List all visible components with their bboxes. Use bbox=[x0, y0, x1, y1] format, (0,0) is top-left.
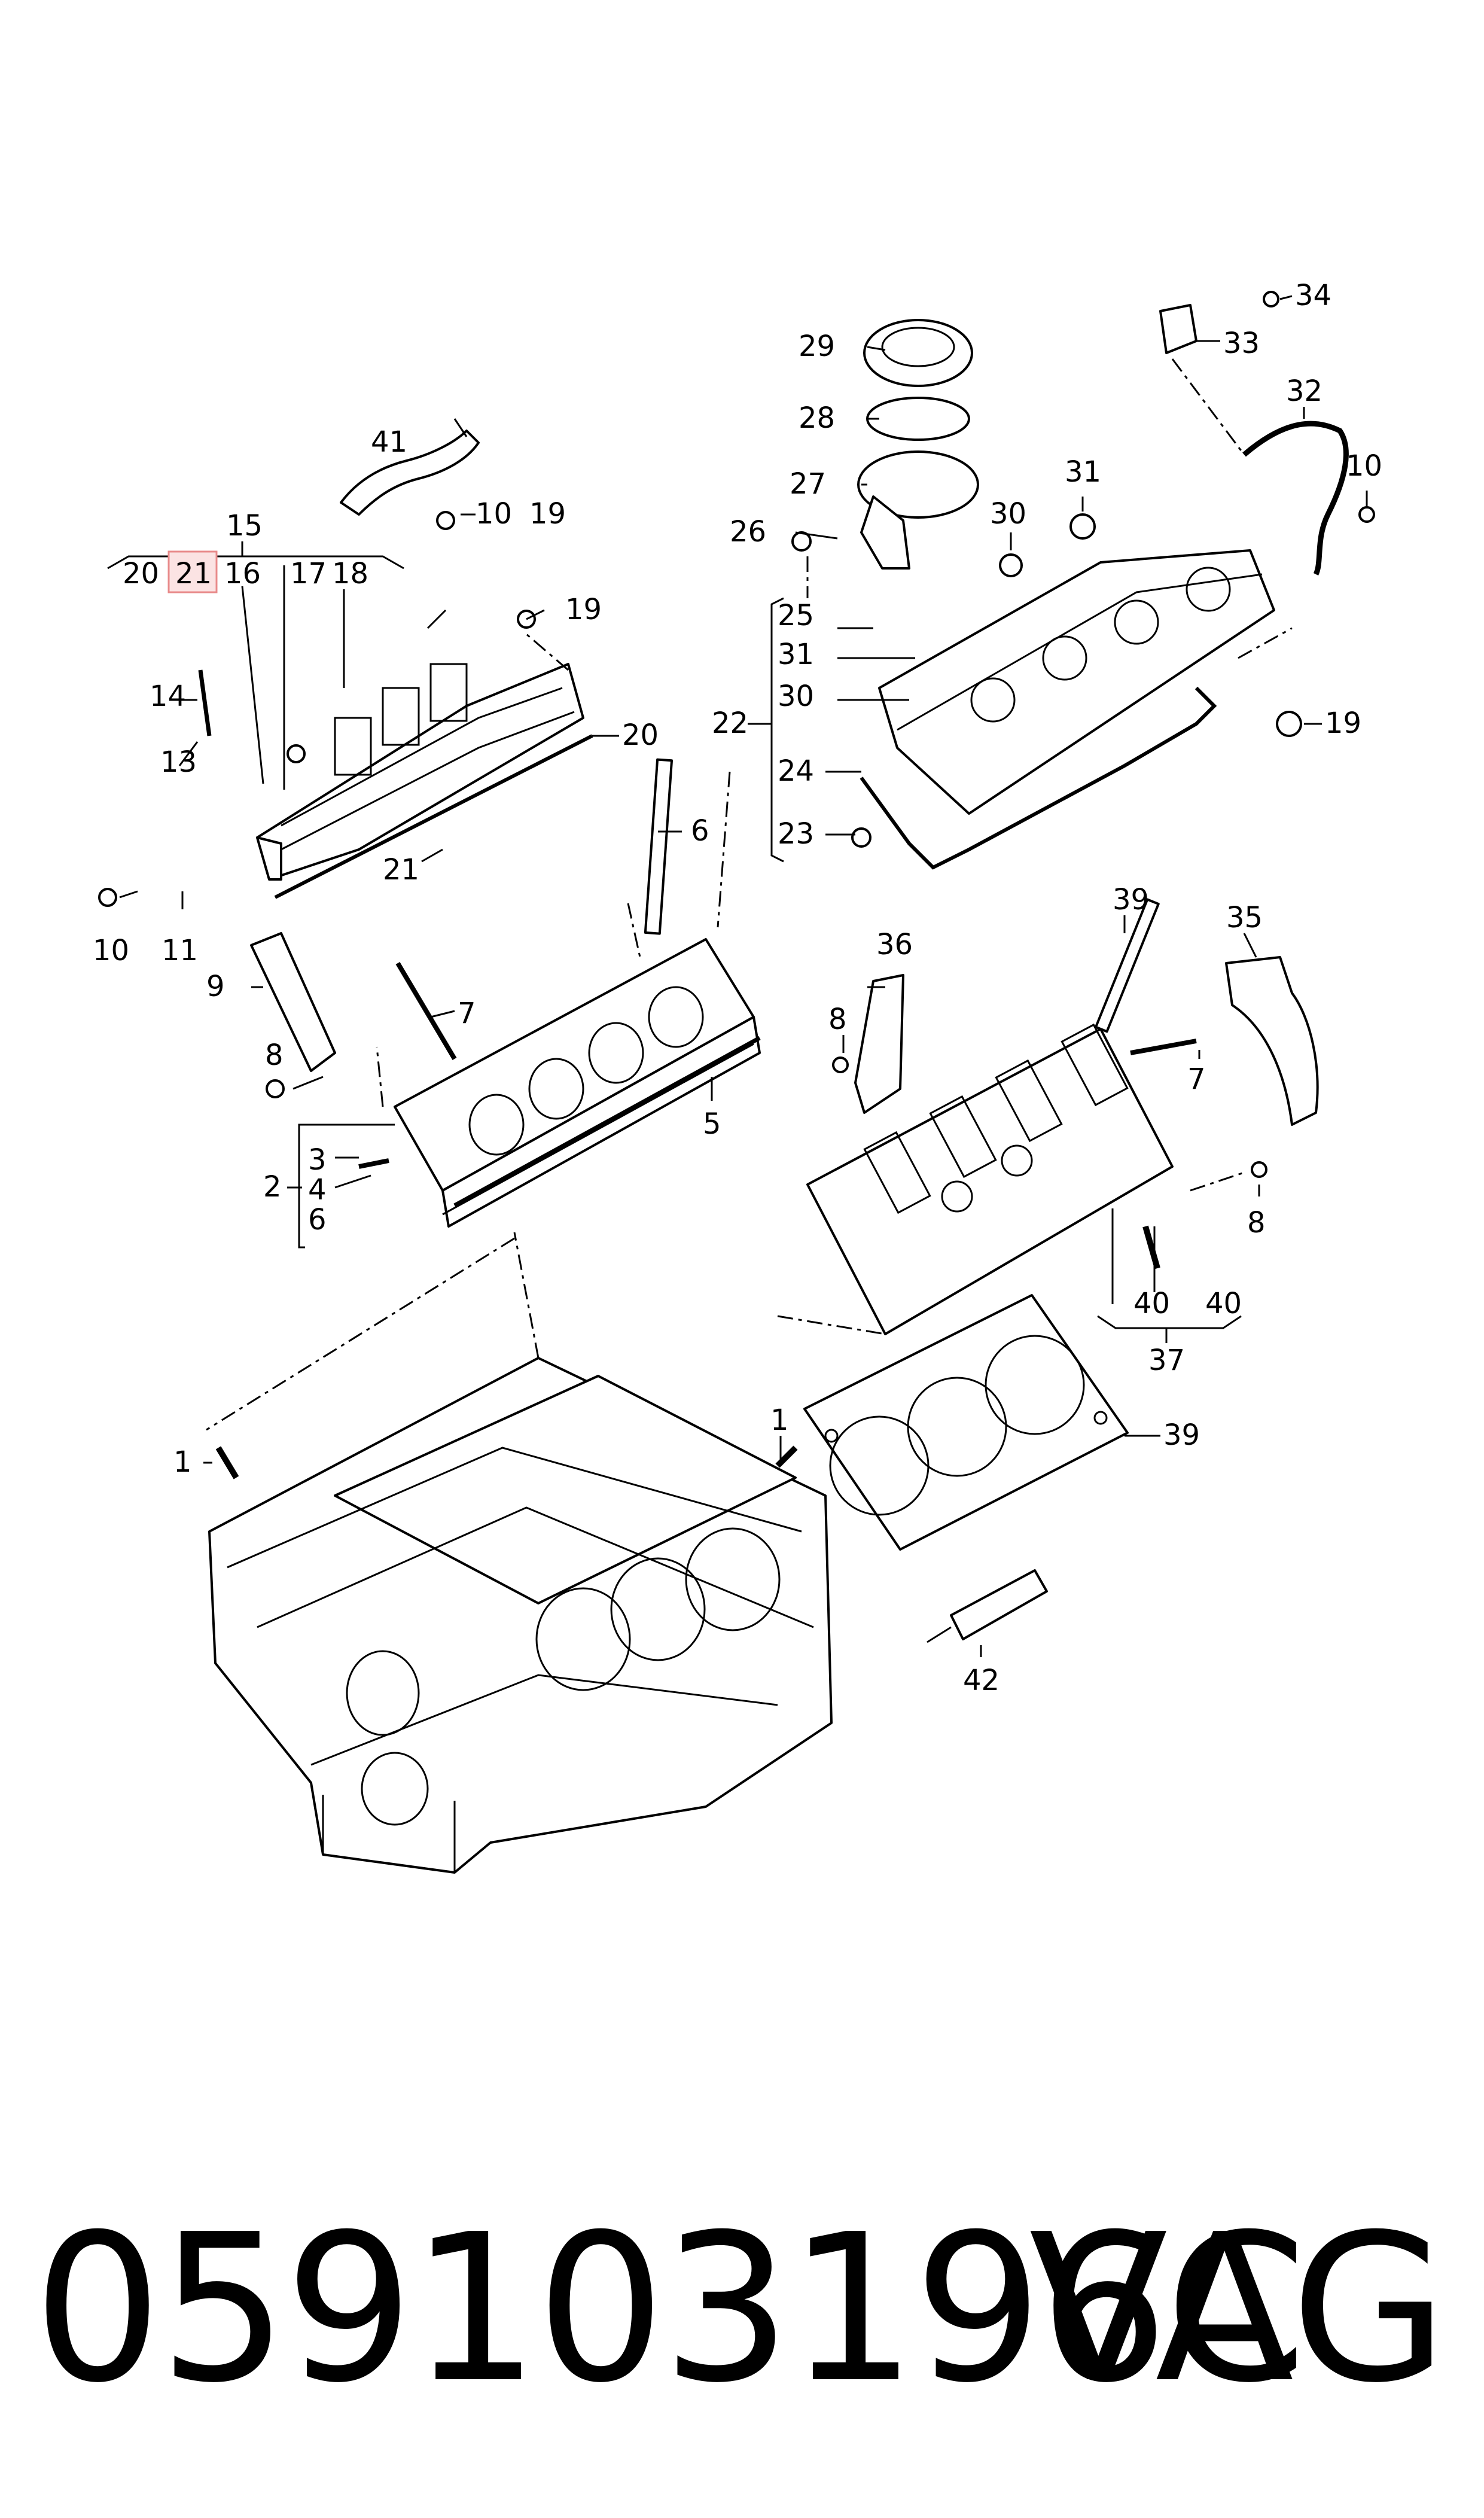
callout-8-mid: 8 bbox=[828, 1003, 847, 1036]
callout-26: 26 bbox=[730, 515, 766, 549]
callout-14: 15 bbox=[226, 509, 263, 543]
brand-name: VAG bbox=[1029, 2191, 1448, 2428]
callout-37: 37 bbox=[1148, 1344, 1185, 1377]
callout-20-left: 20 bbox=[123, 557, 159, 590]
leader-lines bbox=[107, 295, 1368, 1657]
callout-7-right: 7 bbox=[1187, 1062, 1206, 1096]
head-gasket-right bbox=[803, 1294, 1129, 1551]
timing-cover-right bbox=[1225, 956, 1319, 1126]
callout-41: 41 bbox=[371, 425, 407, 459]
callout-9: 9 bbox=[206, 970, 225, 1003]
valve-cover-gasket-right bbox=[860, 686, 1217, 870]
valve-cover-left bbox=[256, 663, 584, 881]
callout-33: 33 bbox=[1223, 327, 1260, 360]
parts-exploded-diagram: 15 20 21 16 17 18 41 10 19 19 14 13 20 6… bbox=[93, 279, 1382, 1874]
callout-19-right: 19 bbox=[1325, 707, 1361, 740]
callout-30-top: 30 bbox=[990, 497, 1026, 531]
callout-4: 4 bbox=[308, 1173, 327, 1207]
glow-plug-right bbox=[1095, 898, 1160, 1033]
bracket-right bbox=[854, 974, 904, 1114]
callout-32: 32 bbox=[1286, 374, 1323, 408]
cylinder-head-left bbox=[394, 938, 761, 1228]
callout-12: 13 bbox=[160, 745, 197, 779]
callout-16: 17 bbox=[290, 557, 327, 590]
callout-10-a: 10 bbox=[476, 497, 512, 531]
callout-19-left: 19 bbox=[565, 593, 602, 626]
callout-31-top: 31 bbox=[1065, 455, 1101, 489]
breather-pipe bbox=[340, 430, 480, 516]
callout-17: 18 bbox=[332, 557, 368, 590]
valve-cover-gasket-left bbox=[274, 734, 593, 899]
callout-25: 25 bbox=[778, 599, 814, 632]
callout-38: 39 bbox=[1163, 1418, 1200, 1452]
callout-15: 16 bbox=[224, 557, 261, 590]
callout-28: 28 bbox=[799, 401, 835, 435]
callout-11: 11 bbox=[161, 934, 198, 967]
callout-24: 24 bbox=[778, 754, 814, 788]
callout-42: 42 bbox=[963, 1664, 1000, 1697]
gasket-strip-left bbox=[453, 1036, 761, 1208]
callout-6-bottom: 6 bbox=[308, 1203, 327, 1237]
fasteners bbox=[98, 291, 1375, 1479]
oil-filler-parts bbox=[857, 319, 979, 570]
callout-10-right: 10 bbox=[1346, 449, 1382, 483]
callout-1-right: 1 bbox=[770, 1403, 789, 1437]
callout-27: 27 bbox=[790, 467, 826, 501]
sensor bbox=[1159, 304, 1197, 354]
callout-34: 34 bbox=[1295, 279, 1331, 312]
callout-18: 19 bbox=[529, 497, 566, 531]
callout-36: 36 bbox=[876, 928, 913, 961]
callout-23: 23 bbox=[778, 817, 814, 851]
highlighted-callout-box bbox=[167, 550, 218, 593]
callout-21: 21 bbox=[383, 853, 419, 887]
callout-8-left: 8 bbox=[265, 1039, 284, 1072]
callout-1-left: 1 bbox=[173, 1445, 192, 1479]
callout-10-b: 10 bbox=[93, 934, 129, 967]
callout-6-top: 6 bbox=[691, 814, 709, 848]
callout-21-highlighted[interactable]: 21 bbox=[175, 557, 212, 590]
callout-22: 22 bbox=[712, 707, 748, 740]
callout-7-left: 7 bbox=[458, 997, 476, 1030]
valve-cover-right bbox=[878, 549, 1275, 815]
callout-35: 35 bbox=[1226, 901, 1263, 934]
engine-block bbox=[208, 1232, 833, 1874]
breather-hose-right bbox=[1242, 421, 1349, 576]
callout-labels: 15 20 21 16 17 18 41 10 19 19 14 13 20 6… bbox=[93, 279, 1382, 1697]
bracket-left bbox=[250, 932, 336, 1072]
callout-31-mid: 31 bbox=[778, 638, 814, 671]
callout-5: 5 bbox=[703, 1107, 721, 1141]
callout-39-top: 39 bbox=[1113, 883, 1149, 917]
callout-39-bottom: 40 bbox=[1205, 1287, 1242, 1320]
callout-8-right: 8 bbox=[1247, 1206, 1266, 1240]
glow-plug-left bbox=[644, 758, 674, 935]
sealant-tube bbox=[927, 1569, 1048, 1643]
part-number: 059103196C bbox=[33, 2191, 1307, 2428]
callout-3: 3 bbox=[308, 1143, 327, 1177]
callout-20-right: 20 bbox=[622, 718, 659, 752]
callout-2: 2 bbox=[263, 1170, 282, 1204]
callout-13: 14 bbox=[150, 680, 186, 713]
callout-30-mid: 30 bbox=[778, 680, 814, 713]
callout-40: 40 bbox=[1133, 1287, 1170, 1320]
cylinder-head-right bbox=[806, 1023, 1174, 1335]
callout-29: 29 bbox=[799, 330, 835, 363]
